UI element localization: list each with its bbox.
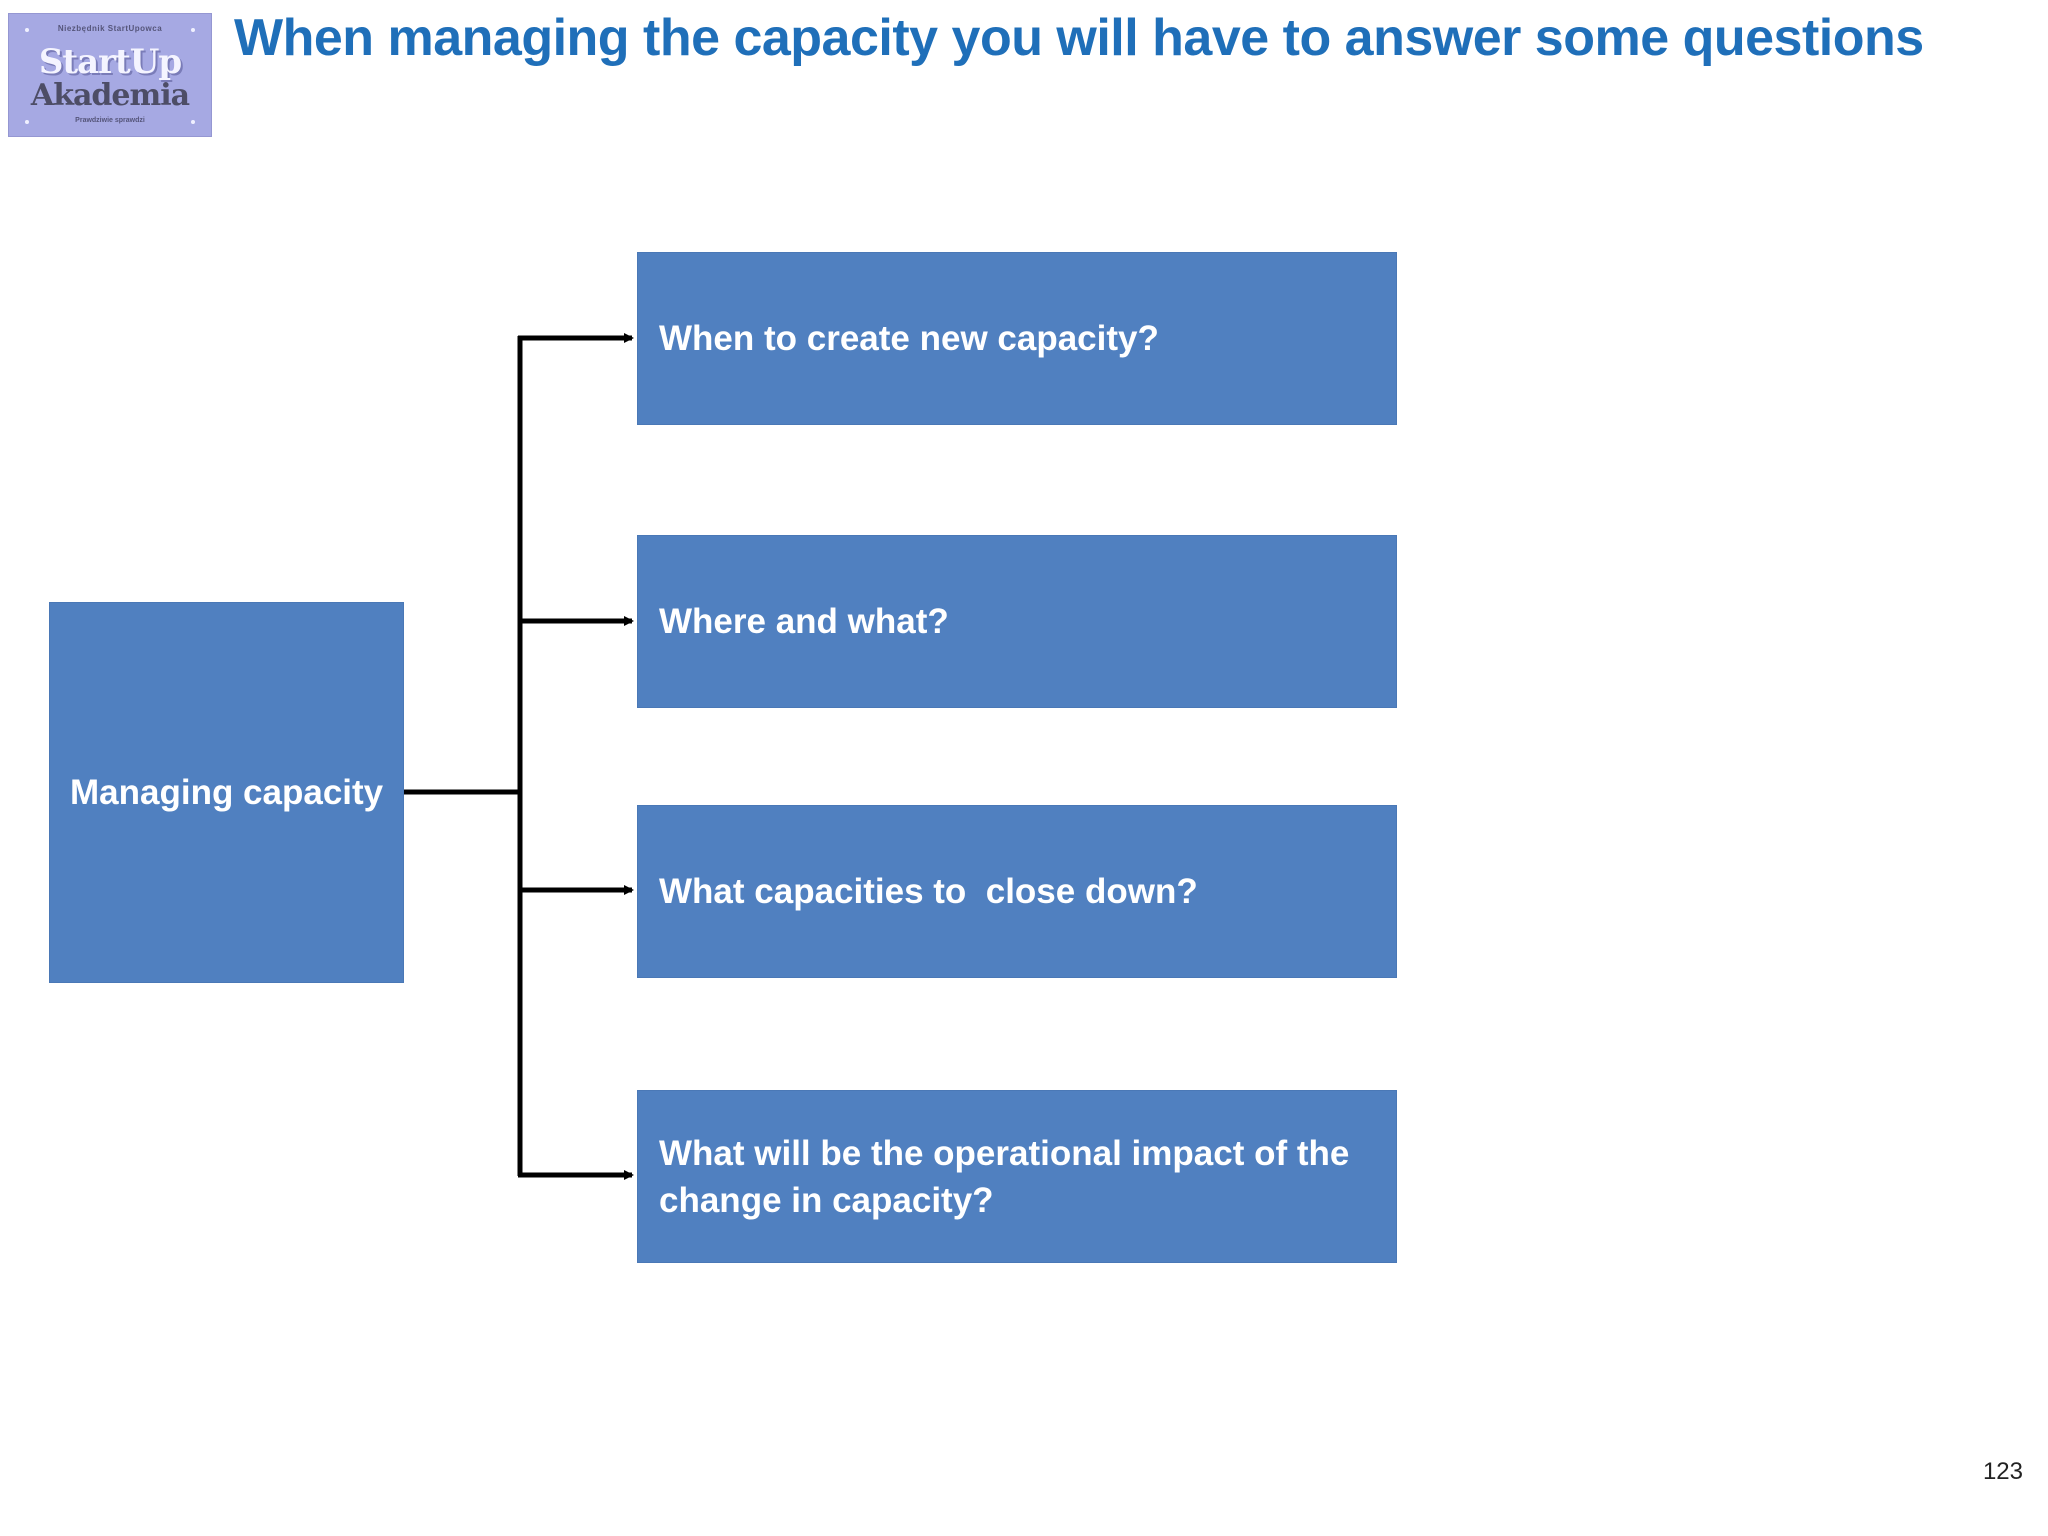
question-box-operational-impact: What will be the operational impact of t… [637, 1090, 1397, 1263]
managing-capacity-label: Managing capacity [70, 773, 384, 812]
question-label: What will be the operational impact of t… [659, 1133, 1350, 1220]
logo-top-text: Niezbędnik StartUpowca [57, 24, 163, 33]
startup-akademia-logo: Niezbędnik StartUpowca StartUp Akademia … [8, 13, 212, 137]
logo-line1: StartUp [38, 42, 182, 82]
logo-line2: Akademia [30, 78, 190, 113]
question-label: What capacities to close down? [659, 872, 1198, 911]
question-box-create-capacity: When to create new capacity? [637, 252, 1397, 425]
question-label: Where and what? [659, 602, 949, 641]
question-box-close-down: What capacities to close down? [637, 805, 1397, 978]
question-box-where-what: Where and what? [637, 535, 1397, 708]
page-number: 123 [1982, 1458, 2023, 1485]
managing-capacity-box: Managing capacity [49, 602, 404, 983]
question-label: When to create new capacity? [659, 319, 1159, 358]
slide-title: When managing the capacity you will have… [234, 9, 1924, 67]
logo-bottom-text: Prawdziwie sprawdzi [75, 117, 145, 124]
